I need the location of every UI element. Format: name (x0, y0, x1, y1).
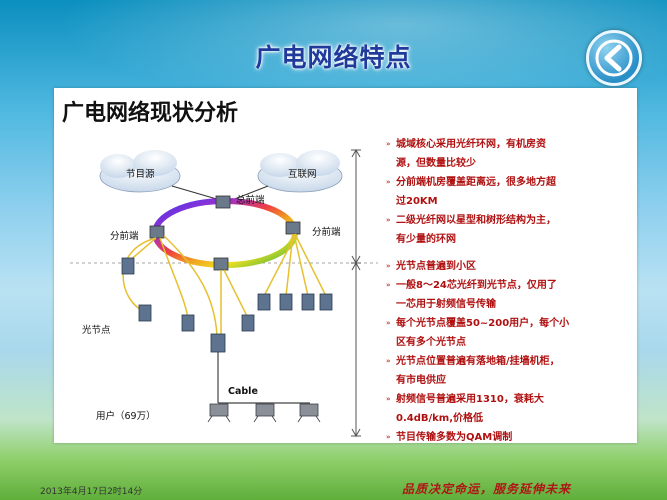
bullet-continuation: 有少量的环网 (396, 234, 456, 245)
bullet-continuation: 区有多个光节点 (396, 337, 466, 348)
bullet-item: »光节点位置普遍有落地箱/挂墙机柜， (386, 352, 624, 371)
cable-label: Cable (228, 386, 258, 397)
optical-node-box (319, 293, 333, 311)
optical-node-box (279, 293, 293, 311)
optical-node-box (181, 314, 195, 332)
cloud-right (257, 150, 343, 193)
sub-left-node (149, 225, 165, 239)
ring-bottom-node (213, 257, 229, 271)
fiber-ring (152, 198, 298, 268)
user-device (255, 403, 275, 417)
back-arrow-glyph (595, 39, 633, 77)
sub-left-label: 分前端 (110, 231, 139, 242)
cloud-left (99, 150, 181, 193)
users-label: 用户（69万） (96, 411, 156, 422)
bullet-item: »分前端机房覆盖距离远，很多地方超 (386, 173, 624, 192)
head-end-label: 总前端 (236, 195, 265, 206)
head-end-node (215, 195, 231, 209)
bullet-marker-icon: » (386, 216, 391, 224)
bullet-continuation: 过20KM (396, 196, 438, 207)
user-device (209, 403, 229, 417)
bullet-marker-icon: » (386, 319, 391, 327)
bullet-item: »每个光节点覆盖50~200用户，每个小 (386, 314, 624, 333)
slide-title: 广电网络特点 (255, 43, 412, 72)
bullet-marker-icon: » (386, 395, 391, 403)
optical-node-box (257, 293, 271, 311)
optical-node-box (241, 314, 255, 332)
content-panel (54, 88, 637, 443)
panel-title: 广电网络现状分析 (62, 101, 239, 126)
back-arrow-icon[interactable] (586, 30, 642, 86)
footer-slogan: 品质决定命运，服务延伸未来 (402, 482, 572, 496)
bullet-marker-icon: » (386, 262, 391, 270)
optical-node-box (301, 293, 315, 311)
optical-node-box (138, 304, 152, 322)
bullet-marker-icon: » (386, 281, 391, 289)
bullet-continuation: 0.4dB/km,价格低 (396, 413, 484, 424)
sub-right-node (285, 221, 301, 235)
bullet-item: »二级光纤网以星型和树形结构为主， (386, 211, 624, 230)
footer-datetime: 2013年4月17日2时14分 (40, 487, 143, 497)
bullet-item: »一般8～24芯光纤到光节点，仅用了 (386, 276, 624, 295)
user-device (299, 403, 319, 417)
optical-node-box (121, 257, 135, 275)
bullet-continuation: 一芯用于射频信号传输 (396, 299, 496, 310)
bullet-marker-icon: » (386, 140, 391, 148)
cloud-right-label: 互联网 (288, 169, 317, 180)
optical-node-box (210, 333, 226, 353)
bullet-continuation: 有市电供应 (396, 375, 446, 386)
bullet-list: »城域核心采用光纤环网，有机房资 源，但数量比较少 »分前端机房覆盖距离远，很多… (386, 135, 624, 447)
optical-node-label: 光节点 (82, 325, 111, 336)
bullet-marker-icon: » (386, 178, 391, 186)
bullet-marker-icon: » (386, 433, 391, 441)
bullet-marker-icon: » (386, 357, 391, 365)
bullet-item: »射频信号普遍采用1310，衰耗大 (386, 390, 624, 409)
bullet-item: »光节点普遍到小区 (386, 257, 624, 276)
cloud-left-label: 节目源 (126, 169, 155, 180)
bullet-item: »城域核心采用光纤环网，有机房资 (386, 135, 624, 154)
sub-right-label: 分前端 (312, 227, 341, 238)
bullet-item: »节目传输多数为QAM调制 (386, 428, 624, 447)
bullet-continuation: 源，但数量比较少 (396, 158, 476, 169)
